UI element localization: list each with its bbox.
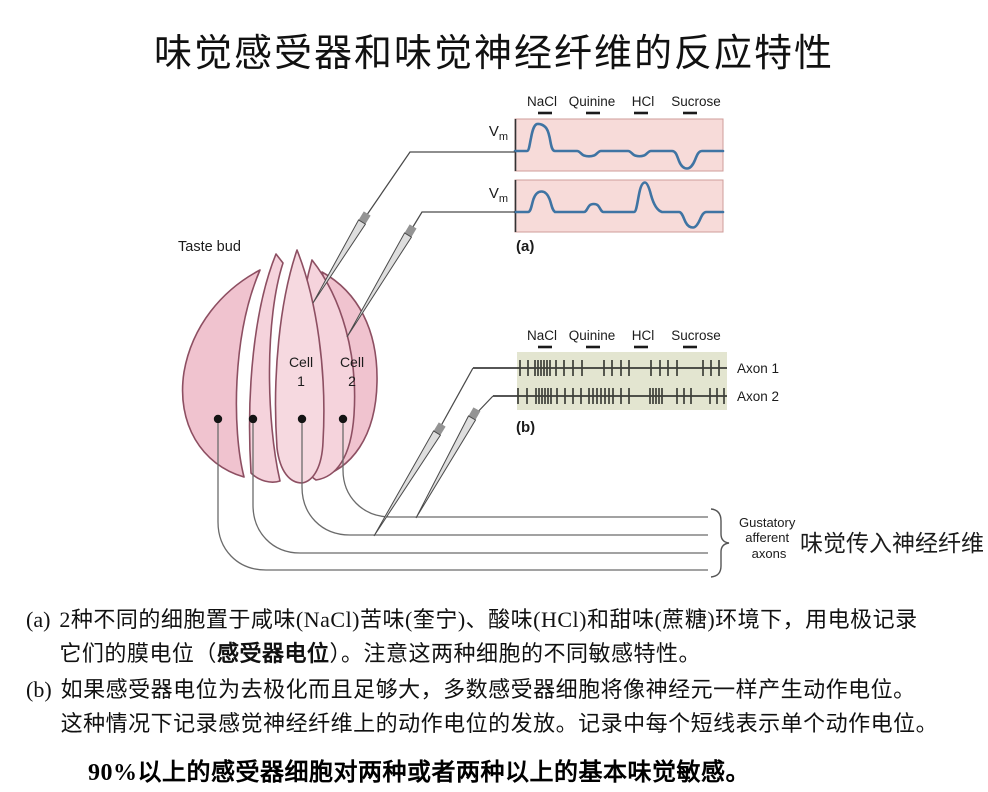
caption-a-line2-bold: 感受器电位: [216, 641, 330, 666]
afferent-axon-line: [301, 423, 708, 536]
stimulus-label-quinine-b: Quinine: [569, 328, 616, 343]
recording-electrode-axon2: [415, 415, 477, 519]
caption-a-line2: 它们的膜电位（感受器电位）。注意这两种细胞的不同敏感特性。: [59, 637, 917, 671]
caption-b: (b) 如果感受器电位为去极化而且足够大，多数感受器细胞将像神经元一样产生动作电…: [26, 673, 938, 741]
cell-base-dot: [297, 414, 307, 424]
caption-a-line2-post: ）。注意这两种细胞的不同敏感特性。: [329, 641, 701, 666]
petal: [248, 253, 284, 483]
gustatory-afferent-axons-label-zh: 味觉传入神经纤维: [800, 531, 984, 556]
recording-electrode-axon1: [373, 430, 442, 537]
afferent-axon-line: [252, 423, 708, 554]
figure-diagram: NaCl Quinine HCl Sucrose Vm Vm (a) NaCl …: [178, 94, 984, 578]
axon1-label: Axon 1: [737, 361, 779, 376]
stimulus-label-nacl-a: NaCl: [527, 94, 557, 109]
panel-a-label: (a): [516, 238, 534, 255]
caption-b-line2: 这种情况下记录感觉神经纤维上的动作电位的发放。记录中每个短线表示单个动作电位。: [60, 711, 939, 736]
axon1-spike-train: [519, 360, 720, 376]
recording-electrode-cell2: [346, 232, 413, 338]
vm-trace-panel-2: [514, 179, 724, 233]
stimulus-label-hcl-b: HCl: [632, 328, 655, 343]
caption-a-line2-pre: 它们的膜电位（: [59, 641, 217, 666]
vm-label-2: Vm: [489, 185, 508, 205]
taste-bud: [181, 249, 378, 484]
stimulus-label-hcl-a: HCl: [632, 94, 655, 109]
caption-footer-bold: 90%以上的感受器细胞对两种或者两种以上的基本味觉敏感。: [88, 760, 750, 786]
gustatory-afferent-axons-label: Gustatory afferent axons: [739, 515, 799, 561]
caption-a: (a) 2种不同的细胞置于咸味(NaCl)苦味(奎宁)、酸味(HCl)和甜味(蔗…: [26, 603, 918, 671]
afferent-axons: [217, 423, 708, 571]
cell-base-dot: [248, 414, 258, 424]
stimulus-label-sucrose-a: Sucrose: [671, 94, 721, 109]
taste-bud-label: Taste bud: [178, 239, 241, 255]
panel-b: NaCl Quinine HCl Sucrose Axon 1 Axon 2 (…: [473, 328, 779, 436]
afferent-axon-line: [342, 423, 708, 518]
panel-b-label: (b): [516, 419, 535, 436]
panel-a: NaCl Quinine HCl Sucrose Vm Vm (a): [489, 94, 725, 255]
stimulus-label-sucrose-b: Sucrose: [671, 328, 721, 343]
caption-b-marker: (b): [26, 677, 52, 702]
vm-trace-cell2: [513, 181, 725, 229]
electrode1-wire: [361, 151, 515, 223]
electrodes: [312, 151, 515, 537]
cell-base-dot: [213, 414, 223, 424]
afferent-axon-line: [217, 423, 708, 571]
caption-a-line1: 2种不同的细胞置于咸味(NaCl)苦味(奎宁)、酸味(HCl)和甜味(蔗糖)环境…: [59, 607, 918, 632]
stimulus-label-quinine-a: Quinine: [569, 94, 616, 109]
caption-b-line1: 如果感受器电位为去极化而且足够大，多数感受器细胞将像神经元一样产生动作电位。: [60, 677, 916, 702]
page-title: 味觉感受器和味觉神经纤维的反应特性: [153, 33, 834, 75]
cell-base-dot: [338, 414, 348, 424]
gustatory-brace: [710, 508, 730, 578]
axon2-label: Axon 2: [737, 389, 779, 404]
electrode2-wire: [407, 211, 515, 236]
vm-label-1: Vm: [489, 123, 508, 143]
vm-trace-cell1: [513, 122, 725, 170]
caption-a-marker: (a): [26, 607, 51, 632]
petal: [181, 269, 261, 478]
recording-electrode-cell1: [312, 219, 367, 304]
stimulus-label-nacl-b: NaCl: [527, 328, 557, 343]
electrode3-wire: [436, 367, 474, 434]
spike-panel: [517, 352, 727, 410]
axon2-spike-train: [517, 388, 725, 404]
